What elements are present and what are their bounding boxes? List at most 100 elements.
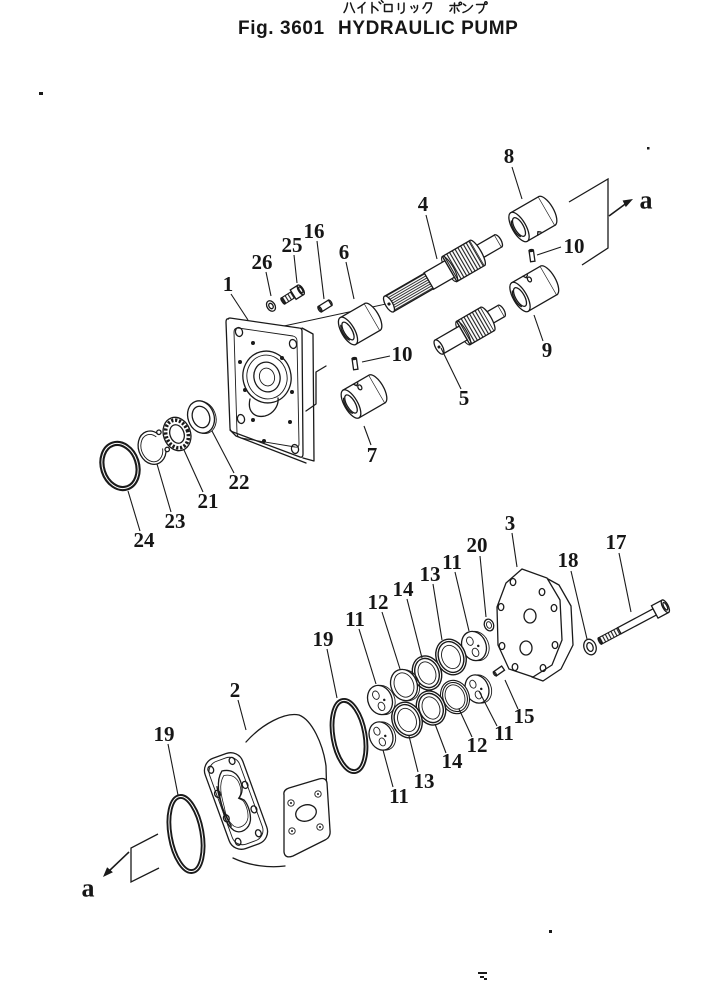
- callout-label-17: 17: [606, 530, 627, 554]
- callout-leader-18: [570, 570, 588, 640]
- print-artifact: [549, 930, 552, 933]
- bolt-17-part: [597, 599, 671, 645]
- section-view-letter: a: [82, 874, 95, 903]
- callout-leader-12: [458, 708, 473, 738]
- callout-label-19: 19: [154, 722, 175, 746]
- callout-leader-5: [440, 347, 462, 390]
- callout-label-7: 7: [367, 443, 378, 467]
- print-artifact: [647, 147, 650, 150]
- callout-label-15: 15: [514, 704, 535, 728]
- callout-leader-10: [536, 246, 562, 256]
- callout-leader-7: [363, 425, 372, 446]
- figure-number: Fig. 3601: [238, 18, 325, 39]
- callout-label-11: 11: [442, 550, 462, 574]
- callout-label-14: 14: [442, 749, 464, 773]
- callout-label-2: 2: [230, 678, 241, 702]
- section-view-arrowhead: [622, 199, 633, 208]
- callout-label-10: 10: [564, 234, 585, 258]
- bearing-21-part: [162, 416, 192, 452]
- section-view-letter: a: [640, 186, 653, 215]
- callout-label-21: 21: [198, 489, 219, 513]
- callout-leader-26: [265, 271, 272, 297]
- o-ring-19-part: [329, 698, 369, 774]
- callout-label-24: 24: [134, 528, 156, 552]
- o-ring-20-part: [483, 618, 495, 632]
- callout-leader-21: [183, 449, 204, 493]
- thrust-plate-11-part: [368, 721, 397, 751]
- bushing-9-part: [509, 265, 560, 313]
- callout-label-25: 25: [282, 233, 303, 257]
- print-artifact: [478, 972, 487, 980]
- callout-leader-17: [618, 552, 632, 613]
- pump-housing-part: [203, 713, 331, 868]
- callout-leader-23: [156, 463, 172, 513]
- seal-ring-12-part: [439, 679, 471, 715]
- callout-leader-20: [479, 555, 487, 618]
- backup-ring-14-part: [411, 655, 443, 691]
- thrust-plate-11-part: [366, 684, 396, 716]
- callout-label-26: 26: [252, 250, 273, 274]
- callout-leader-11: [454, 571, 470, 632]
- bolt-25-part: [280, 284, 306, 305]
- callout-leader-19: [167, 743, 179, 796]
- o-ring-19-part: [166, 794, 206, 874]
- callout-leader-24: [127, 490, 141, 532]
- callout-label-13: 13: [414, 769, 435, 793]
- seal-ring-13-part: [391, 701, 423, 739]
- figure-title-en: HYDRAULIC PUMP: [338, 18, 518, 39]
- callout-leader-6: [345, 261, 355, 300]
- callout-leader-15: [504, 679, 519, 710]
- section-view-arrow: [107, 851, 130, 873]
- section-view-arrowhead: [103, 867, 113, 877]
- callout-label-8: 8: [504, 144, 515, 168]
- section-plane-mark-left: [305, 365, 327, 412]
- rear-cover-part: [496, 568, 574, 682]
- callout-label-9: 9: [542, 338, 553, 362]
- section-plane-bracket: [568, 177, 609, 266]
- callout-leader-13: [432, 583, 443, 641]
- driven-gear-part: [433, 304, 507, 355]
- callout-leader-9: [533, 314, 544, 342]
- bushing-8-part: [508, 195, 558, 243]
- bushing-7-part: [340, 374, 388, 419]
- callout-label-16: 16: [304, 219, 325, 243]
- callout-label-6: 6: [339, 240, 350, 264]
- callout-label-5: 5: [459, 386, 470, 410]
- pin-10-part: [351, 356, 359, 371]
- callout-leader-3: [511, 532, 518, 568]
- callout-leader-13: [408, 735, 419, 773]
- callout-leader-2: [237, 699, 247, 731]
- callout-label-13: 13: [420, 562, 441, 586]
- callout-leader-11: [478, 690, 498, 727]
- callout-label-11: 11: [345, 607, 365, 631]
- bushing-6-part: [337, 302, 383, 346]
- callout-leader-1: [230, 293, 249, 321]
- callout-label-4: 4: [418, 192, 429, 216]
- callout-label-23: 23: [165, 509, 186, 533]
- callout-label-12: 12: [368, 590, 389, 614]
- seal-ring-12-part: [389, 668, 421, 702]
- callout-leader-10: [361, 355, 391, 363]
- washer-26-part: [265, 300, 277, 312]
- section-plane-bracket: [130, 833, 160, 884]
- callout-leader-11: [382, 749, 394, 788]
- callout-label-20: 20: [467, 533, 488, 557]
- callout-leader-25: [293, 254, 298, 284]
- drive-gear-shaft-part: [382, 234, 504, 313]
- callout-label-10: 10: [392, 342, 413, 366]
- callout-label-11: 11: [389, 784, 409, 808]
- callout-leader-4: [425, 214, 438, 260]
- figure-title-ja: [343, 0, 488, 15]
- callout-label-22: 22: [229, 470, 250, 494]
- pin-15-part: [492, 665, 506, 677]
- callout-leader-11: [358, 628, 377, 685]
- callout-leader-12: [381, 611, 401, 670]
- callout-leader-14: [434, 723, 447, 754]
- callout-label-1: 1: [223, 272, 234, 296]
- washer-18-part: [583, 638, 597, 656]
- callout-leader-22: [211, 430, 235, 474]
- callout-leader-14: [406, 598, 423, 659]
- pin-10-part: [528, 248, 536, 263]
